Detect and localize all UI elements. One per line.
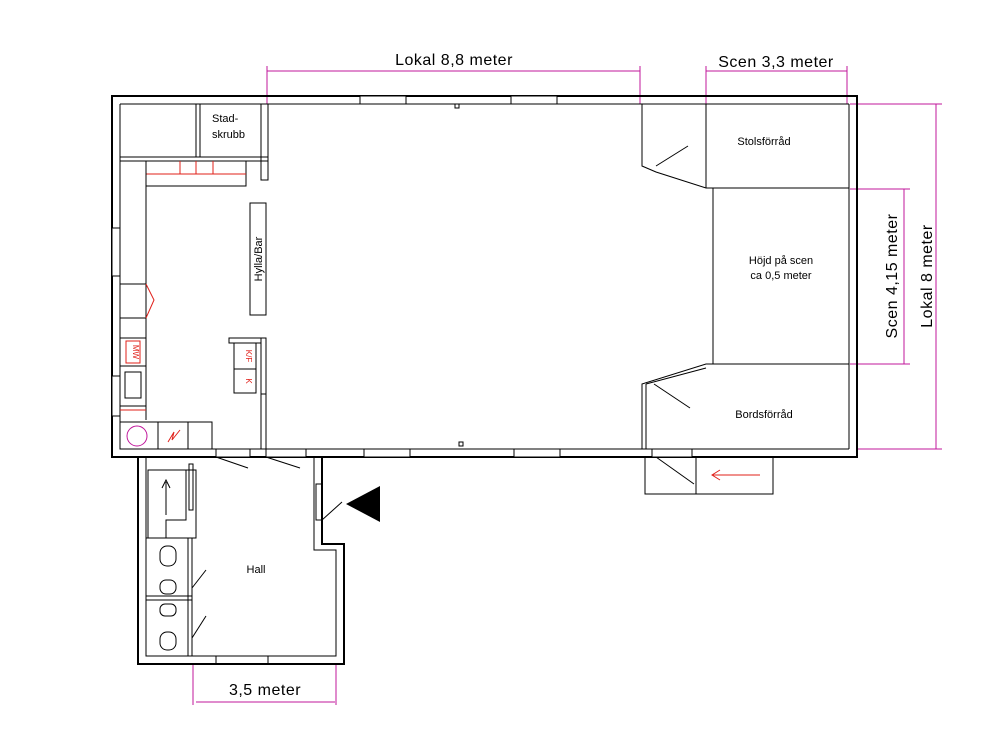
stadskrubb-label-2: skrubb [212, 129, 245, 141]
scen-width-label: Scen 3,3 meter [718, 54, 834, 71]
fridge-label: K [244, 378, 253, 384]
stage-height-label-2: ca 0,5 meter [750, 270, 811, 282]
bordsforrad-label: Bordsförråd [735, 409, 792, 421]
fridge-freezer-label: K/F [244, 350, 253, 363]
kitchen: MW K/F K Hylla/Bar Stad- skrubb [119, 103, 269, 450]
windows [111, 95, 693, 665]
stolsforrad-label: Stolsförråd [737, 136, 790, 148]
exit-arrow-icon [711, 469, 760, 481]
outer-walls [111, 95, 858, 458]
stadskrubb-label-1: Stad- [212, 113, 239, 125]
toilet-icon [159, 545, 177, 651]
exit-porch [644, 456, 774, 495]
hall-label: Hall [247, 564, 266, 576]
stage-height-label-1: Höjd på scen [749, 255, 813, 267]
entrance-arrow-icon [346, 486, 380, 522]
dimension-lines [192, 66, 942, 705]
lokal-depth-label: Lokal 8 meter [919, 224, 936, 328]
microwave-label: MW [131, 345, 140, 360]
hall-width-label: 3,5 meter [229, 682, 301, 699]
scen-depth-label: Scen 4,15 meter [884, 213, 901, 338]
coat-arrow-icon [161, 478, 171, 515]
dimension-labels: Lokal 8,8 meter Scen 3,3 meter Scen 4,15… [229, 52, 936, 699]
hylla-bar-label: Hylla/Bar [253, 236, 265, 281]
stove-icon [119, 421, 213, 450]
hall-area: Hall [137, 456, 345, 665]
lokal-width-label: Lokal 8,8 meter [395, 52, 513, 69]
stage-area: Stolsförråd Höjd på scen ca 0,5 meter Bo… [641, 104, 850, 449]
